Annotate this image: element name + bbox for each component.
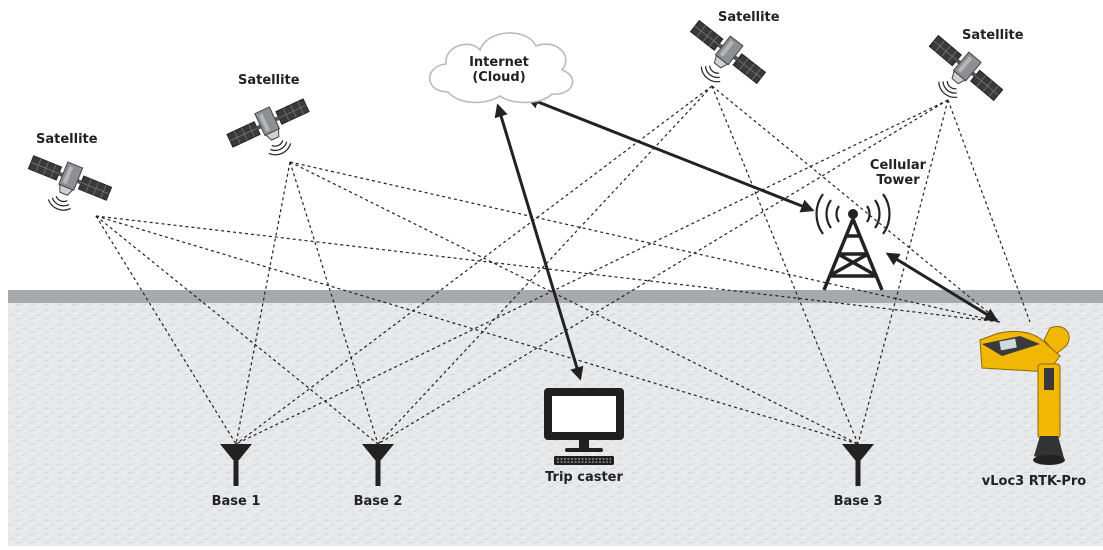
base-label-3: Base 3 (833, 494, 883, 509)
base-label-2: Base 2 (353, 494, 403, 509)
base-antenna-icon (362, 444, 394, 486)
receiver-label: vLoc3 RTK-Pro (981, 474, 1087, 489)
cloud-icon (429, 32, 574, 104)
satellites (27, 19, 1004, 211)
base-antennas (220, 444, 874, 486)
receiver-device-icon (979, 326, 1070, 465)
satellite-label-3: Satellite (718, 10, 780, 25)
satellite-icon (928, 34, 1004, 102)
satellite-icon (689, 19, 767, 85)
base-label-1: Base 1 (211, 494, 261, 509)
satellite-label-2: Satellite (238, 73, 300, 88)
computer-icon (544, 388, 624, 465)
base-antenna-icon (842, 444, 874, 486)
tower-label-line2: Tower (876, 173, 920, 188)
cloud-label-line1: Internet (469, 55, 529, 70)
data-links (494, 95, 999, 381)
link-cloud-to-caster (494, 103, 584, 381)
tower-label-line1: Cellular (869, 158, 927, 173)
base-antenna-icon (220, 444, 252, 486)
satellite-label-1: Satellite (36, 132, 98, 147)
link-tower-to-receiver (885, 252, 999, 322)
caster-label: Trip caster (545, 470, 623, 485)
satellite-label-4: Satellite (962, 28, 1024, 43)
satellite-icon (27, 155, 113, 211)
cloud-label-line2: (Cloud) (472, 70, 526, 85)
link-cloud-to-tower (525, 95, 815, 213)
cellular-tower-icon (815, 193, 891, 291)
satellite-icon (226, 98, 310, 156)
satellite-signal-lines (95, 85, 1031, 445)
